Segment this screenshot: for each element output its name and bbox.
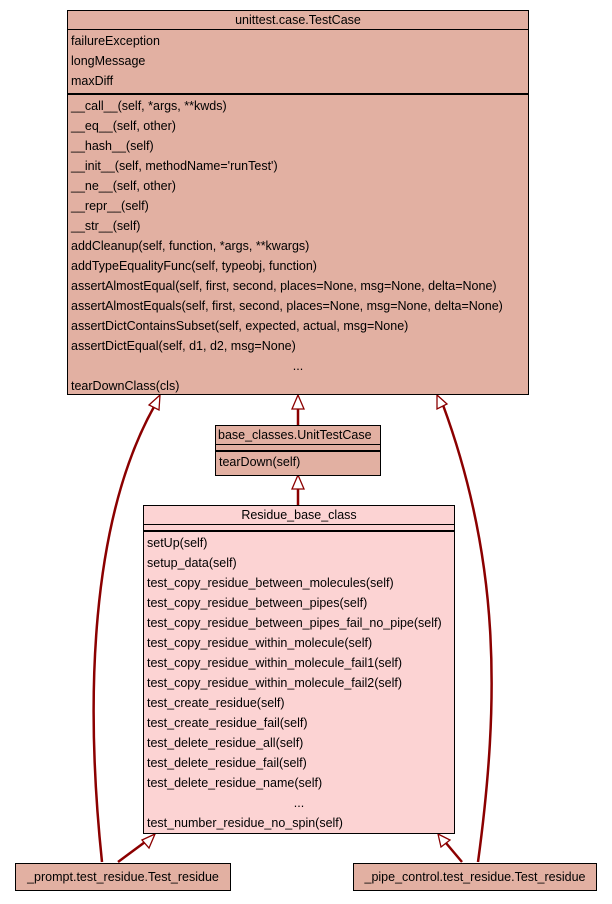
method: test_create_residue_fail(self) (147, 716, 308, 730)
class-pipe-control-test-residue[interactable]: _pipe_control.test_residue.Test_residue (353, 863, 597, 891)
method: test_copy_residue_within_molecule_fail1(… (147, 656, 402, 670)
class-title: Residue_base_class (144, 506, 454, 525)
method: __call__(self, *args, **kwds) (71, 99, 227, 113)
method: test_delete_residue_name(self) (147, 776, 323, 790)
methods-section: __call__(self, *args, **kwds) __eq__(sel… (68, 95, 528, 398)
method: assertAlmostEqual(self, first, second, p… (71, 279, 497, 293)
methods-section: setUp(self) setup_data(self) test_copy_r… (144, 532, 454, 835)
class-unittestcase[interactable]: base_classes.UnitTestCase tearDown(self) (215, 425, 381, 476)
method: test_create_residue(self) (147, 696, 285, 710)
method: __ne__(self, other) (71, 179, 176, 193)
arrowhead-icon (147, 393, 161, 412)
class-residue-base[interactable]: Residue_base_class setUp(self) setup_dat… (143, 505, 455, 834)
method: addTypeEqualityFunc(self, typeobj, funct… (71, 259, 317, 273)
attribute: maxDiff (71, 74, 114, 88)
method: __repr__(self) (71, 199, 149, 213)
method: __hash__(self) (71, 139, 154, 153)
section-divider (144, 530, 454, 532)
class-prompt-test-residue[interactable]: _prompt.test_residue.Test_residue (15, 863, 231, 891)
method-ellipsis: ... (293, 796, 305, 810)
arrowhead-icon (291, 393, 305, 410)
method: assertDictEqual(self, d1, d2, msg=None) (71, 339, 296, 353)
edge-pipe-to-testcase (441, 404, 493, 863)
method: test_copy_residue_within_molecule_fail2(… (147, 676, 402, 690)
method: tearDownClass(cls) (71, 379, 180, 393)
attributes-section: failureException longMessage maxDiff (68, 30, 528, 93)
method: addCleanup(self, function, *args, **kwar… (71, 239, 310, 253)
method: __eq__(self, other) (71, 119, 176, 133)
method: tearDown(self) (219, 455, 301, 469)
method: test_delete_residue_fail(self) (147, 756, 307, 770)
section-divider (216, 450, 380, 452)
method: test_copy_residue_between_molecules(self… (147, 576, 394, 590)
method: test_copy_residue_within_molecule(self) (147, 636, 373, 650)
edge-prompt-to-residue-base (117, 840, 146, 864)
edge-pipe-to-residue-base (445, 842, 463, 863)
method: setUp(self) (147, 536, 208, 550)
method: test_copy_residue_between_pipes(self) (147, 596, 368, 610)
arrowhead-icon (291, 473, 305, 490)
method: test_copy_residue_between_pipes_fail_no_… (147, 616, 442, 630)
arrowhead-icon (437, 832, 452, 849)
method: test_delete_residue_all(self) (147, 736, 304, 750)
class-title: _pipe_control.test_residue.Test_residue (364, 870, 586, 884)
class-title: base_classes.UnitTestCase (216, 426, 380, 445)
method: __init__(self, methodName='runTest') (71, 159, 278, 173)
attribute: failureException (71, 34, 160, 48)
arrowhead-icon (436, 393, 449, 411)
class-testcase[interactable]: unittest.case.TestCase failureException … (67, 10, 529, 395)
class-title: _prompt.test_residue.Test_residue (27, 870, 219, 884)
arrowhead-icon (140, 832, 157, 850)
method: __str__(self) (71, 219, 141, 233)
class-title: unittest.case.TestCase (68, 11, 528, 30)
method: assertAlmostEquals(self, first, second, … (71, 299, 503, 313)
method: assertDictContainsSubset(self, expected,… (71, 319, 409, 333)
attribute: longMessage (71, 54, 146, 68)
method: setup_data(self) (147, 556, 237, 570)
section-divider (68, 93, 528, 95)
method: test_number_residue_no_spin(self) (147, 816, 343, 830)
method-ellipsis: ... (292, 359, 304, 373)
edge-prompt-to-testcase (92, 404, 157, 863)
